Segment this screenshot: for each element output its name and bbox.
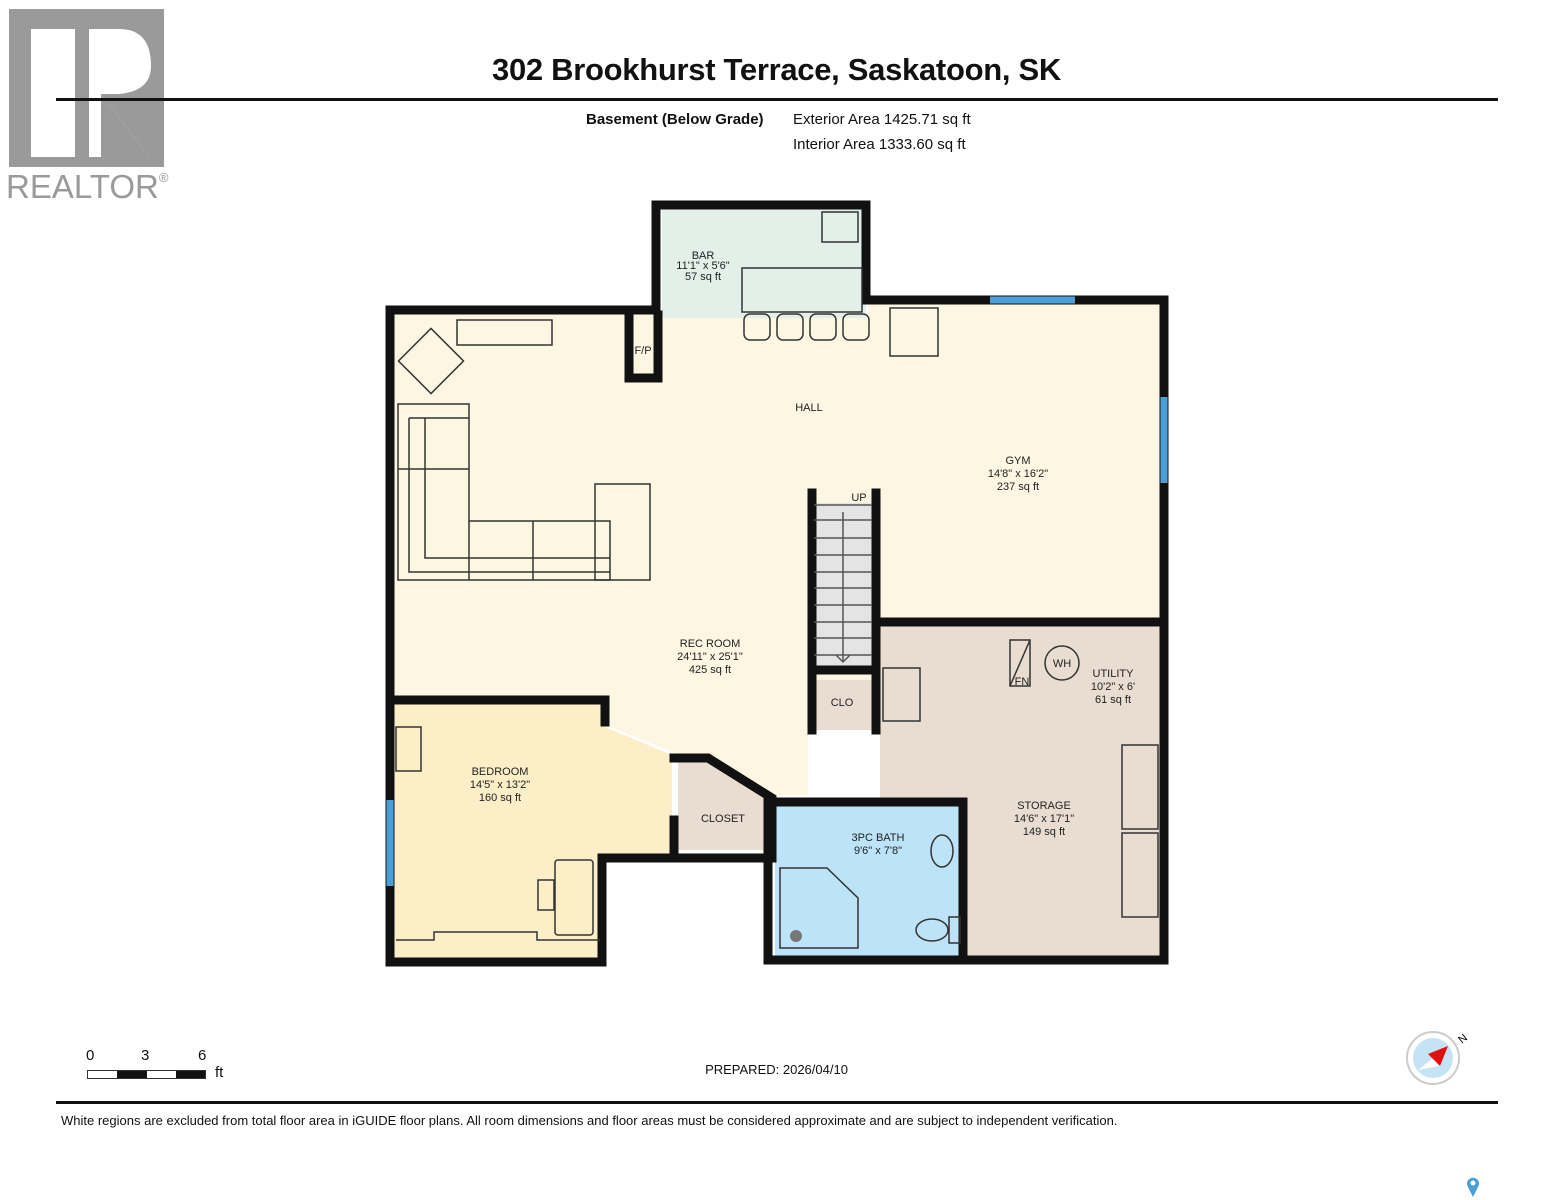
corner-shower (779, 867, 859, 949)
interior-area: Interior Area 1333.60 sq ft (793, 136, 966, 153)
stair-treads (814, 504, 872, 664)
closet-label: CLOSET (701, 813, 745, 825)
clo-fill (813, 680, 873, 730)
bar-stool (743, 313, 771, 341)
bar-stool (776, 313, 804, 341)
stairs-up-label: UP (851, 492, 866, 504)
rec-room-label: REC ROOM (680, 638, 741, 650)
header-divider (56, 98, 1498, 101)
bedroom-fill (392, 703, 672, 960)
toilet (915, 918, 949, 942)
compass-icon: N (1406, 1031, 1470, 1085)
sectional-sofa (397, 403, 611, 581)
walls (385, 200, 1169, 967)
bar-stool (842, 313, 870, 341)
rec-room-hall-gym-fill (392, 302, 1162, 795)
map-pin-icon[interactable] (1465, 1176, 1481, 1198)
shower-head (790, 930, 802, 942)
bar-dims: 11'1" x 5'6" (676, 260, 729, 272)
bedroom-dresser (395, 726, 422, 772)
hall-label: HALL (795, 402, 823, 414)
prepared-date: PREPARED: 2026/04/10 (705, 1062, 848, 1077)
registered-mark: ® (158, 170, 169, 185)
rec-room-dims: 24'11" x 25'1" (677, 651, 743, 663)
bedroom-area: 160 sq ft (479, 792, 521, 804)
scale-bar (87, 1070, 206, 1079)
armchair (397, 327, 465, 395)
furnace-label: FN (1015, 676, 1030, 688)
storage-label: STORAGE (1017, 800, 1071, 812)
water-heater (1044, 645, 1080, 681)
utility-area: 61 sq ft (1095, 694, 1131, 706)
scale-tick-6: 6 (198, 1047, 207, 1064)
disclaimer-text: White regions are excluded from total fl… (61, 1113, 1118, 1128)
footer-divider (56, 1101, 1498, 1104)
realtor-r-icon (31, 29, 151, 157)
bar-label: BAR (692, 250, 715, 262)
ottoman (594, 483, 651, 581)
fireplace-label: F/P (634, 345, 651, 357)
gym-equipment (889, 307, 939, 357)
tv-console (456, 319, 553, 346)
bath-fill (775, 805, 963, 957)
page-title: 302 Brookhurst Terrace, Saskatoon, SK (492, 52, 1061, 87)
desk-chair (537, 879, 555, 911)
storage-shelf (1121, 832, 1159, 918)
bar-counter (741, 267, 863, 313)
water-heater-label: WH (1053, 658, 1071, 670)
gym-dims: 14'8" x 16'2" (988, 468, 1048, 480)
storage-shelf (1121, 744, 1159, 830)
scale-tick-3: 3 (141, 1047, 150, 1064)
realtor-wordmark: REALTOR® (6, 168, 168, 206)
rec-room-area: 425 sq ft (689, 664, 731, 676)
bedroom-dims: 14'5" x 13'2" (470, 779, 530, 791)
realtor-logo (9, 9, 164, 167)
gym-label: GYM (1005, 455, 1030, 467)
sink (930, 834, 954, 868)
bedroom-closet-shelf (396, 931, 600, 941)
utility-label: UTILITY (1093, 668, 1135, 680)
room-labels: BAR 11'1" x 5'6" 57 sq ft HALL GYM 14'8"… (470, 250, 1135, 857)
sofa-cushions (398, 417, 610, 580)
bar-stool (809, 313, 837, 341)
storage-area: 149 sq ft (1023, 826, 1065, 838)
compass-north-label: N (1456, 1032, 1470, 1046)
toilet-tank (948, 916, 961, 944)
windows (386, 296, 1168, 886)
realtor-brand-text: REALTOR (6, 168, 159, 205)
sump-unit (882, 667, 921, 722)
clo-label: CLO (831, 697, 854, 709)
scale-tick-0: 0 (86, 1047, 95, 1064)
bar-fill (662, 207, 866, 318)
bedroom-label: BEDROOM (472, 766, 529, 778)
storage-dims: 14'6" x 17'1" (1014, 813, 1074, 825)
bar-cabinet (821, 211, 859, 243)
bath-label: 3PC BATH (852, 832, 905, 844)
utility-dims: 10'2" x 6' (1091, 681, 1135, 693)
bar-area: 57 sq ft (685, 271, 721, 283)
floor-level-label: Basement (Below Grade) (586, 111, 764, 128)
furniture (395, 211, 1159, 949)
desk (554, 859, 594, 936)
furnace (1009, 639, 1031, 687)
gym-area: 237 sq ft (997, 481, 1039, 493)
scale-unit: ft (215, 1064, 224, 1081)
exterior-area: Exterior Area 1425.71 sq ft (793, 111, 971, 128)
closet-fill (678, 760, 772, 850)
bath-dims: 9'6" x 7'8" (854, 845, 902, 857)
